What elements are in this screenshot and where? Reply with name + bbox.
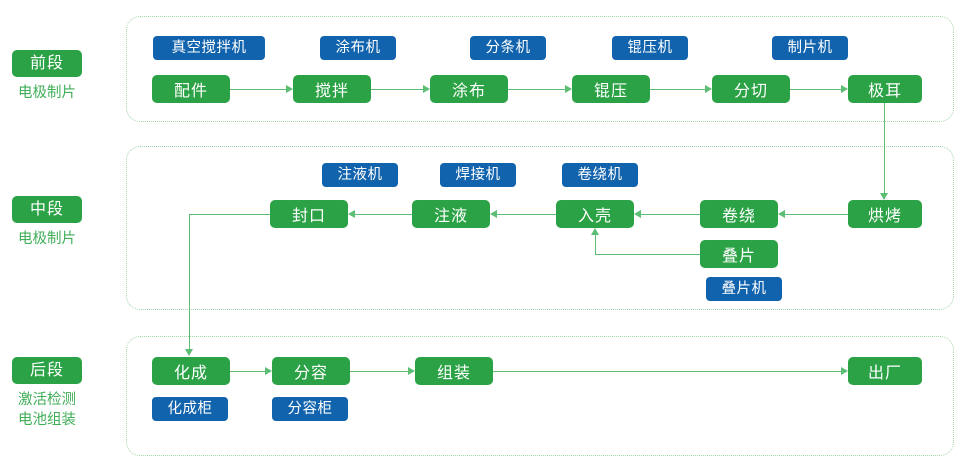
process-node-winding[interactable]: 卷绕: [700, 200, 778, 228]
connector-stacking-to-casing-vertical: [595, 235, 596, 255]
arrowhead-rolling-to-slitting: [705, 84, 712, 93]
arrowhead-formation-to-grading: [265, 366, 272, 375]
process-node-rolling[interactable]: 锟压: [572, 75, 650, 103]
connector-casing-to-filling: [497, 214, 556, 215]
process-node-slitting[interactable]: 分切: [712, 75, 790, 103]
section-container-back: [126, 336, 954, 456]
process-node-tab[interactable]: 极耳: [848, 75, 922, 103]
process-node-assembly[interactable]: 组装: [415, 357, 493, 385]
arrowhead-mixing-to-coating: [423, 84, 430, 93]
section-container-middle: [126, 146, 954, 310]
stage-sublabel-front: 电极制片: [18, 85, 76, 101]
connector-mixing-to-coating: [371, 89, 423, 90]
machine-tag-welder: 焊接机: [440, 163, 516, 187]
arrowhead-slitting-to-tab: [841, 84, 848, 93]
process-node-grading[interactable]: 分容: [272, 357, 350, 385]
stage-badge-middle: 中段: [12, 196, 82, 223]
process-node-stacking[interactable]: 叠片: [700, 240, 778, 268]
connector-formation-to-grading: [230, 371, 265, 372]
process-node-sealing[interactable]: 封口: [270, 200, 348, 228]
process-node-coating[interactable]: 涂布: [430, 75, 508, 103]
machine-tag-winder: 卷绕机: [562, 163, 638, 187]
connector-grading-to-assembly: [350, 371, 408, 372]
connector-parts-to-mixing: [230, 89, 286, 90]
stage-badge-back: 后段: [12, 357, 82, 384]
process-node-electrolyte-filling[interactable]: 注液: [412, 200, 490, 228]
arrowhead-tab-to-baking: [880, 193, 888, 200]
stage-sublabel-back-line1: 激活检测: [18, 392, 76, 408]
arrowhead-winding-to-casing: [634, 209, 641, 218]
connector-sealing-to-formation-vertical: [189, 214, 190, 349]
arrowhead-casing-to-filling: [490, 209, 497, 218]
connector-coating-to-rolling: [508, 89, 565, 90]
process-node-baking[interactable]: 烘烤: [848, 200, 922, 228]
arrowhead-assembly-to-shipment: [841, 366, 848, 375]
process-node-casing[interactable]: 入壳: [556, 200, 634, 228]
arrowhead-parts-to-mixing: [286, 84, 293, 93]
machine-tag-slitter: 分条机: [470, 36, 546, 60]
machine-tag-electrolyte-filler: 注液机: [322, 163, 398, 187]
connector-stacking-to-casing-horizontal: [595, 254, 700, 255]
connector-rolling-to-slitting: [650, 89, 705, 90]
connector-baking-to-winding: [785, 214, 848, 215]
machine-tag-sheet-maker: 制片机: [772, 36, 848, 60]
connector-winding-to-casing: [641, 214, 700, 215]
arrowhead-filling-to-sealing: [348, 209, 355, 218]
connector-slitting-to-tab: [790, 89, 841, 90]
connector-tab-to-baking: [884, 103, 885, 193]
connector-assembly-to-shipment: [493, 371, 841, 372]
arrowhead-stacking-to-casing: [591, 228, 599, 235]
machine-tag-grading-cabinet: 分容柜: [272, 397, 348, 421]
process-node-formation[interactable]: 化成: [152, 357, 230, 385]
arrowhead-coating-to-rolling: [565, 84, 572, 93]
stage-sublabel-back-line2: 电池组装: [18, 412, 76, 428]
stage-badge-front: 前段: [12, 50, 82, 77]
machine-tag-formation-cabinet: 化成柜: [152, 397, 228, 421]
connector-sealing-to-formation-horizontal: [189, 214, 270, 215]
arrowhead-sealing-to-formation: [185, 349, 193, 356]
machine-tag-coater: 涂布机: [320, 36, 396, 60]
machine-tag-stacker: 叠片机: [706, 277, 782, 301]
arrowhead-baking-to-winding: [778, 209, 785, 218]
section-container-front: [126, 16, 954, 122]
stage-sublabel-middle: 电极制片: [18, 231, 76, 247]
connector-filling-to-sealing: [355, 214, 412, 215]
machine-tag-roller-press: 锟压机: [612, 36, 688, 60]
arrowhead-grading-to-assembly: [408, 366, 415, 375]
process-node-parts[interactable]: 配件: [152, 75, 230, 103]
process-node-mixing[interactable]: 搅拌: [293, 75, 371, 103]
process-node-shipment[interactable]: 出厂: [848, 357, 922, 385]
machine-tag-vacuum-mixer: 真空搅拌机: [153, 36, 265, 60]
